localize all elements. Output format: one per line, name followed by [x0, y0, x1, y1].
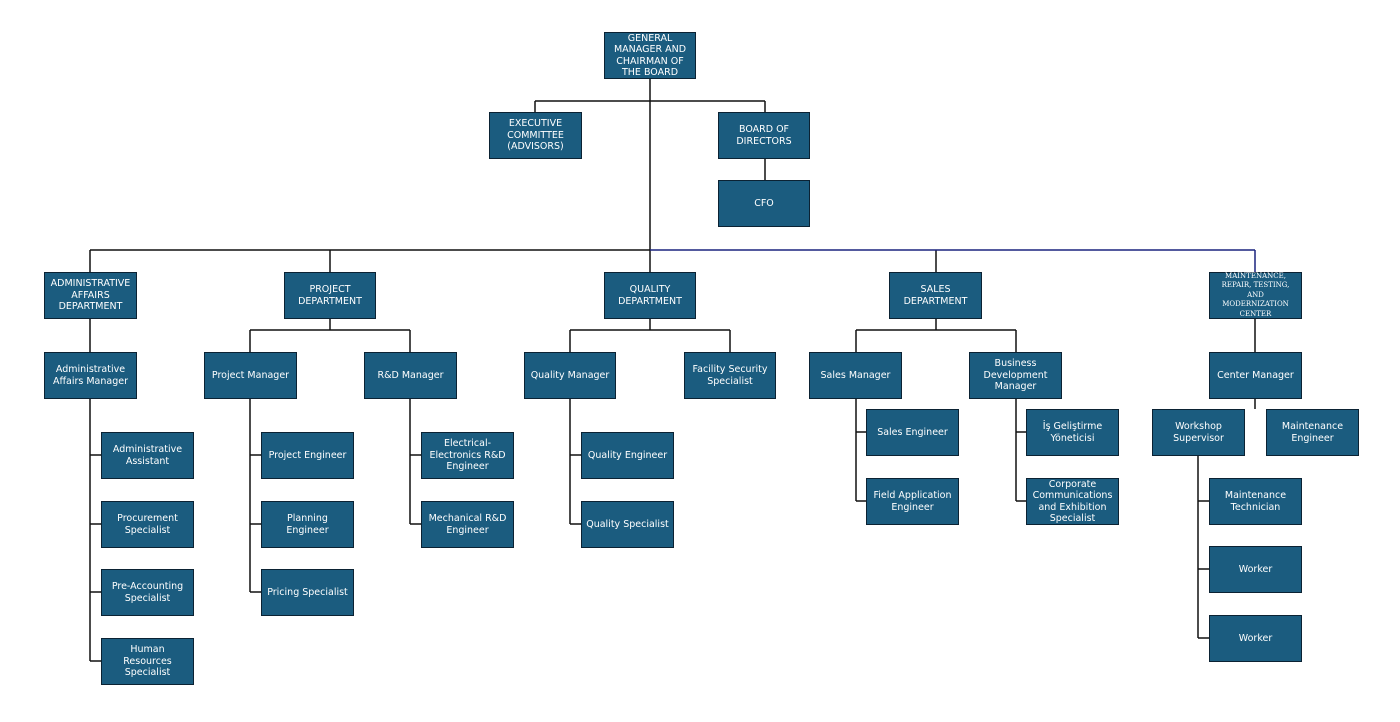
node-quality-manager[interactable]: Quality Manager: [524, 352, 616, 399]
node-label: Administrative Assistant: [112, 444, 183, 467]
node-quality-specialist[interactable]: Quality Specialist: [581, 501, 674, 548]
node-label: Workshop Supervisor: [1173, 421, 1224, 444]
node-project-manager[interactable]: Project Manager: [204, 352, 297, 399]
node-sales-engineer[interactable]: Sales Engineer: [866, 409, 959, 456]
node-label: Center Manager: [1217, 369, 1294, 381]
node-label: Field Application Engineer: [873, 490, 952, 513]
node-human-resources-specialist[interactable]: Human Resources Specialist: [101, 638, 194, 685]
node-label: Quality Specialist: [586, 518, 669, 530]
node-label: Human Resources Specialist: [123, 644, 172, 679]
node-label: Quality Manager: [530, 369, 610, 381]
node-field-application-engineer[interactable]: Field Application Engineer: [866, 478, 959, 525]
node-label: ADMINISTRATIVE AFFAIRS DEPARTMENT: [50, 278, 131, 313]
node-label: QUALITY DEPARTMENT: [618, 284, 682, 307]
node-executive-committee[interactable]: EXECUTIVE COMMITTEE (ADVISORS): [489, 112, 582, 159]
node-general-manager[interactable]: GENERAL MANAGER AND CHAIRMAN OF THE BOAR…: [604, 32, 696, 79]
node-quality-department[interactable]: QUALITY DEPARTMENT: [604, 272, 696, 319]
node-label: MAINTENANCE, REPAIR, TESTING, AND MODERN…: [1221, 271, 1290, 318]
node-maintenance-engineer[interactable]: Maintenance Engineer: [1266, 409, 1359, 456]
node-label: İş Geliştirme Yöneticisi: [1042, 421, 1103, 444]
node-label: CFO: [754, 197, 774, 209]
node-label: Corporate Communications and Exhibition …: [1032, 478, 1113, 525]
node-label: Planning Engineer: [286, 513, 329, 536]
node-label: Facility Security Specialist: [692, 364, 768, 387]
node-mechanical-rd-engineer[interactable]: Mechanical R&D Engineer: [421, 501, 514, 548]
node-quality-engineer[interactable]: Quality Engineer: [581, 432, 674, 479]
node-business-development-manager[interactable]: Business Development Manager: [969, 352, 1062, 399]
node-planning-engineer[interactable]: Planning Engineer: [261, 501, 354, 548]
node-sales-manager[interactable]: Sales Manager: [809, 352, 902, 399]
node-label: Project Engineer: [268, 449, 347, 461]
node-label: Business Development Manager: [983, 358, 1048, 393]
node-worker[interactable]: Worker: [1209, 615, 1302, 662]
node-workshop-supervisor[interactable]: Workshop Supervisor: [1152, 409, 1245, 456]
node-label: Pre-Accounting Specialist: [111, 581, 184, 604]
node-maintenance-center[interactable]: MAINTENANCE, REPAIR, TESTING, AND MODERN…: [1209, 272, 1302, 319]
node-label: SALES DEPARTMENT: [903, 284, 968, 307]
node-label: Administrative Affairs Manager: [52, 364, 129, 387]
node-is-gelistirme-yoneticisi[interactable]: İş Geliştirme Yöneticisi: [1026, 409, 1119, 456]
node-administrative-affairs-department[interactable]: ADMINISTRATIVE AFFAIRS DEPARTMENT: [44, 272, 137, 319]
node-label: PROJECT DEPARTMENT: [298, 284, 362, 307]
node-label: R&D Manager: [377, 369, 444, 381]
node-label: Pricing Specialist: [267, 586, 348, 598]
node-facility-security-specialist[interactable]: Facility Security Specialist: [684, 352, 776, 399]
node-project-department[interactable]: PROJECT DEPARTMENT: [284, 272, 376, 319]
node-label: Mechanical R&D Engineer: [428, 513, 507, 536]
node-pricing-specialist[interactable]: Pricing Specialist: [261, 569, 354, 616]
node-worker[interactable]: Worker: [1209, 546, 1302, 593]
node-label: Project Manager: [211, 369, 290, 381]
node-project-engineer[interactable]: Project Engineer: [261, 432, 354, 479]
node-center-manager[interactable]: Center Manager: [1209, 352, 1302, 399]
node-label: Sales Engineer: [877, 426, 948, 438]
node-administrative-affairs-manager[interactable]: Administrative Affairs Manager: [44, 352, 137, 399]
node-label: BOARD OF DIRECTORS: [736, 124, 792, 147]
node-label: Worker: [1238, 563, 1273, 575]
node-label: Worker: [1238, 632, 1273, 644]
node-maintenance-technician[interactable]: Maintenance Technician: [1209, 478, 1302, 525]
node-procurement-specialist[interactable]: Procurement Specialist: [101, 501, 194, 548]
node-label: Maintenance Engineer: [1281, 421, 1344, 444]
node-pre-accounting-specialist[interactable]: Pre-Accounting Specialist: [101, 569, 194, 616]
node-rd-manager[interactable]: R&D Manager: [364, 352, 457, 399]
node-label: Procurement Specialist: [117, 513, 178, 536]
node-corporate-communications-specialist[interactable]: Corporate Communications and Exhibition …: [1026, 478, 1119, 525]
node-label: EXECUTIVE COMMITTEE (ADVISORS): [507, 118, 564, 153]
node-label: Sales Manager: [820, 369, 891, 381]
node-label: Electrical-Electronics R&D Engineer: [429, 438, 506, 473]
node-sales-department[interactable]: SALES DEPARTMENT: [889, 272, 982, 319]
node-cfo[interactable]: CFO: [718, 180, 810, 227]
node-label: Maintenance Technician: [1224, 490, 1287, 513]
node-electrical-electronics-rd-engineer[interactable]: Electrical-Electronics R&D Engineer: [421, 432, 514, 479]
node-administrative-assistant[interactable]: Administrative Assistant: [101, 432, 194, 479]
node-label: GENERAL MANAGER AND CHAIRMAN OF THE BOAR…: [613, 32, 687, 79]
node-board-of-directors[interactable]: BOARD OF DIRECTORS: [718, 112, 810, 159]
node-label: Quality Engineer: [587, 449, 668, 461]
